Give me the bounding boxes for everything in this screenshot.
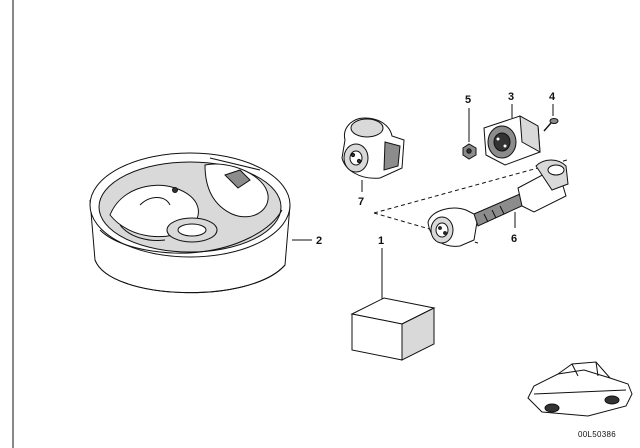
cable-ridge <box>499 205 505 215</box>
tray-contour-1 <box>139 197 171 206</box>
socket-housing <box>483 115 541 166</box>
tray-contour-3 <box>209 157 261 171</box>
car-beltline <box>533 389 627 395</box>
cable-sleeve <box>473 193 527 227</box>
connector-cap-top <box>547 164 565 176</box>
box-side <box>401 307 435 361</box>
tray-hole <box>172 187 178 193</box>
plug-pin <box>438 226 442 230</box>
screw-shank <box>543 122 552 132</box>
callout-label-6: 6 <box>511 233 517 245</box>
screw-head <box>549 118 559 124</box>
housing-pin <box>496 137 500 141</box>
housing-socket <box>493 132 511 152</box>
tray-bottom-rim <box>94 259 286 293</box>
kit-box <box>350 297 436 361</box>
wheel-well-tray <box>89 152 291 293</box>
plug-pin <box>443 231 447 235</box>
tray-recess-right <box>204 163 269 218</box>
screw <box>543 118 559 132</box>
housing-side <box>519 115 541 153</box>
callout-label-4: 4 <box>549 91 556 103</box>
adapter-cap <box>350 118 384 138</box>
adapter-pin <box>350 152 356 158</box>
car-pillars <box>571 361 599 377</box>
assembly-dash-line-top <box>373 159 568 214</box>
adapter-pin <box>356 158 362 164</box>
car-wheel-front <box>544 403 560 413</box>
cable-ridge <box>491 209 497 219</box>
callout-label-3: 3 <box>508 91 514 103</box>
housing-pin <box>503 144 507 148</box>
callout-label-1: 1 <box>378 235 384 247</box>
tray-contour-2 <box>119 224 166 241</box>
document-code: 00L50386 <box>578 430 616 439</box>
hex-nut <box>462 143 477 160</box>
adapter-pin-ring <box>349 150 363 166</box>
callout-label-2: 2 <box>316 235 322 247</box>
cable-ridge <box>483 213 489 223</box>
tray-center-hole <box>177 223 207 237</box>
tray-inner-edge <box>99 209 283 254</box>
cable-harness <box>427 159 569 247</box>
adapter-flange <box>383 141 401 171</box>
tray-pocket <box>224 169 251 189</box>
callout-label-7: 7 <box>358 196 364 208</box>
nut-hole <box>466 148 472 154</box>
car-roofline <box>557 361 611 379</box>
callout-label-5: 5 <box>465 94 471 106</box>
car-wheel-rear <box>604 395 620 405</box>
trailer-socket-adapter <box>341 117 405 179</box>
plug-pin-ring <box>435 222 449 238</box>
car-body <box>527 369 633 417</box>
vehicle-thumbnail <box>527 361 633 417</box>
